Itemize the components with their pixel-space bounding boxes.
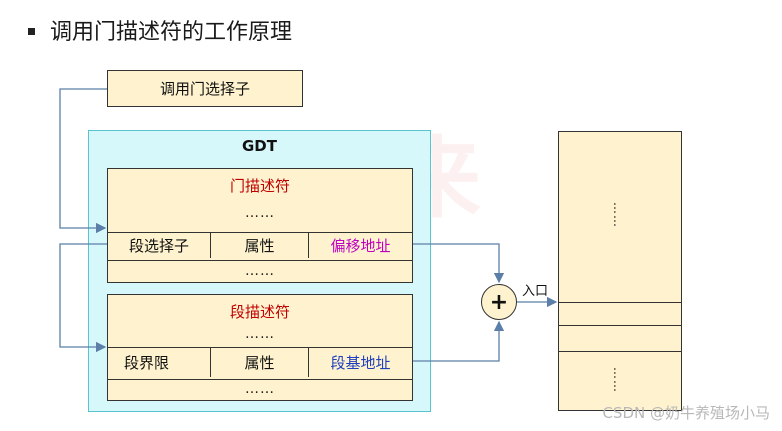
base-to-adder-arrow [413, 320, 505, 362]
selector-to-segment-descriptor-arrow [59, 243, 107, 353]
segment-base-address-field: 段基地址 [330, 354, 391, 372]
segment-descriptor-ellipsis: …… [245, 326, 275, 342]
call-gate-descriptor-ellipsis-bottom: …… [245, 263, 275, 279]
offset-address-field: 偏移地址 [330, 237, 391, 255]
attribute-field: 属性 [211, 233, 309, 258]
segment-limit-field: 段界限 [108, 348, 211, 377]
memory-divider [559, 325, 681, 326]
segment-descriptor: 段描述符 …… 段界限 属性 段基地址 …… [107, 294, 413, 401]
segment-selector-field: 段选择子 [108, 233, 211, 258]
selector-to-descriptor-arrow [59, 88, 107, 234]
memory-ellipsis-bottom: …… [611, 367, 625, 393]
attribute-field: 属性 [211, 348, 309, 377]
segment-descriptor-title: 段描述符 [229, 302, 290, 321]
gdt-label: GDT [242, 137, 277, 155]
adder-circle: + [481, 284, 517, 320]
bullet-marker [28, 28, 35, 35]
page-title: 调用门描述符的工作原理 [50, 20, 293, 45]
entry-label: 入口 [522, 284, 549, 299]
call-gate-descriptor-ellipsis: …… [245, 205, 275, 221]
call-gate-descriptor: 门描述符 …… 段选择子 属性 偏移地址 …… [107, 168, 413, 283]
call-gate-descriptor-fields-row: 段选择子 属性 偏移地址 [108, 232, 412, 261]
segment-descriptor-ellipsis-bottom: …… [245, 381, 275, 397]
call-gate-descriptor-title: 门描述符 [229, 176, 290, 195]
plus-icon: + [489, 289, 509, 315]
memory-divider-entry [559, 302, 681, 303]
call-gate-selector-box: 调用门选择子 [107, 70, 303, 107]
segment-descriptor-fields-row: 段界限 属性 段基地址 [108, 347, 412, 380]
offset-to-adder-arrow [413, 243, 505, 284]
memory-ellipsis-top: …… [611, 202, 625, 228]
memory-divider [559, 351, 681, 352]
call-gate-selector-label: 调用门选择子 [159, 80, 250, 98]
footer-credit: CSDN @奶牛养殖场小马 [602, 404, 770, 422]
memory-segment: …… …… [558, 131, 682, 411]
